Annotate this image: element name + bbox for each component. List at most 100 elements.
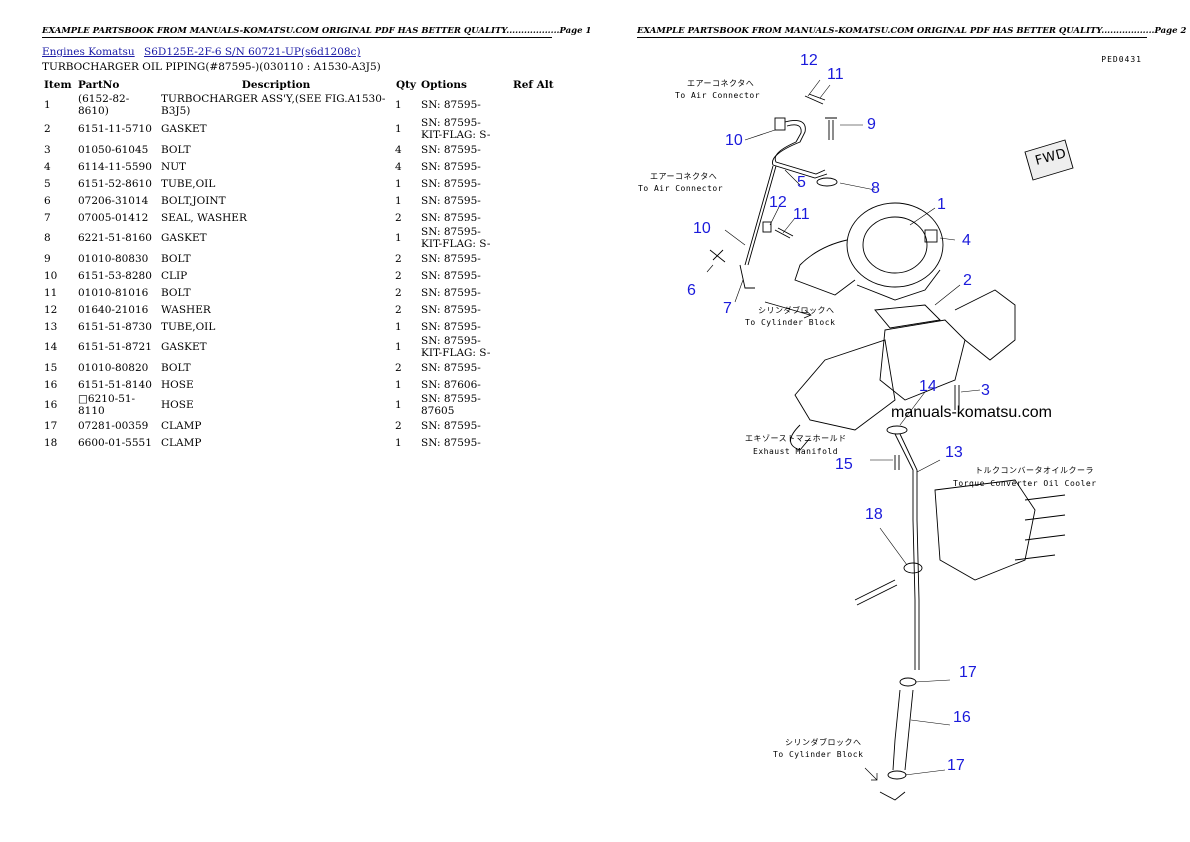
tube-joint <box>739 264 755 289</box>
bolt-11-upper <box>804 93 826 105</box>
callout-number: 3 <box>981 382 990 399</box>
column-header-options: Options <box>421 78 467 91</box>
label-cylinder-block-jp-2: シリンダブロックへ <box>785 738 862 747</box>
cell-ref-alt <box>511 318 557 335</box>
breadcrumb-link-engines[interactable]: Engines Komatsu <box>42 46 135 58</box>
label-exhaust-manifold-jp: エキゾーストマニホールド <box>745 434 847 443</box>
exploded-parts-diagram <box>706 79 1074 801</box>
breadcrumb: Engines Komatsu S6D125E-2F-6 S/N 60721-U… <box>42 46 367 58</box>
callout-number: 17 <box>959 664 977 681</box>
cell-quantity: 2 <box>395 269 402 282</box>
clamp-bolt <box>854 579 898 606</box>
cell-item-number: 10 <box>44 269 58 282</box>
callout-number: 18 <box>865 506 883 523</box>
label-air-connector-en-2: To Air Connector <box>638 184 724 193</box>
callout-number: 10 <box>725 132 743 149</box>
parts-list-page: EXAMPLE PARTSBOOK FROM MANUALS-KOMATSU.C… <box>42 26 591 451</box>
clamp-17-lower <box>887 770 907 780</box>
cell-quantity: 4 <box>395 160 402 173</box>
watermark: manuals-komatsu.com <box>891 404 1052 421</box>
bolt-9 <box>825 117 837 140</box>
cell-options: SN: 87595- <box>421 160 481 173</box>
torque-converter-cooler <box>934 479 1036 581</box>
cell-part-number: 01010-80830 <box>78 252 149 265</box>
callout-number: 16 <box>953 709 971 726</box>
bolt-11-lower <box>774 227 794 239</box>
cell-quantity: 2 <box>395 252 402 265</box>
callout-number: 9 <box>867 116 876 133</box>
cell-ref-alt <box>511 93 557 117</box>
cell-quantity: 1 <box>395 378 402 391</box>
parts-table-body: 1(6152-82-8610)TURBOCHARGER ASS'Y,(SEE F… <box>42 93 557 451</box>
cell-part-number: 01640-21016 <box>78 303 149 316</box>
cell-item-number: 7 <box>44 211 51 224</box>
cell-item-number: 13 <box>44 320 58 333</box>
cell-options: SN: 87595- <box>421 177 481 190</box>
cell-item-number: 6 <box>44 194 51 207</box>
cell-options: SN: 87595-KIT-FLAG: S- <box>421 226 491 250</box>
cell-part-number: (6152-82-8610) <box>78 93 130 117</box>
cell-options: SN: 87595- <box>421 211 481 224</box>
diagram-code: PED0431 <box>1101 55 1142 64</box>
callout-number: 13 <box>945 444 963 461</box>
callout-number: 12 <box>769 194 787 211</box>
cell-description: HOSE <box>161 378 194 391</box>
cell-description: BOLT <box>161 286 191 299</box>
cell-options: SN: 87595-KIT-FLAG: S- <box>421 117 491 141</box>
cell-options: SN: 87595-KIT-FLAG: S- <box>421 335 491 359</box>
cell-quantity: 1 <box>395 123 402 135</box>
table-row: 1(6152-82-8610)TURBOCHARGER ASS'Y,(SEE F… <box>42 93 557 117</box>
cell-ref-alt <box>511 192 557 209</box>
cell-ref-alt <box>511 376 557 393</box>
cell-description: NUT <box>161 160 187 173</box>
cell-options: SN: 87595- <box>421 194 481 207</box>
diagram-page: EXAMPLE PARTSBOOK FROM MANUALS-KOMATSU.C… <box>595 0 1190 842</box>
cell-item-number: 17 <box>44 419 58 432</box>
cell-part-number: 01050-61045 <box>78 143 149 156</box>
label-cylinder-block-en-2: To Cylinder Block <box>773 750 864 759</box>
cell-item-number: 4 <box>44 160 51 173</box>
cell-part-number: 01010-81016 <box>78 286 149 299</box>
cell-part-number: 6151-51-8730 <box>78 320 152 333</box>
cell-part-number: 07281-00359 <box>78 419 149 432</box>
cell-description: BOLT <box>161 361 191 374</box>
cell-description: TUBE,OIL <box>161 177 216 190</box>
cell-quantity: 1 <box>395 341 402 353</box>
joint-bolt-6 <box>709 249 726 263</box>
cell-quantity: 2 <box>395 361 402 374</box>
callout-number: 7 <box>723 300 732 317</box>
bolt-3 <box>954 385 960 410</box>
cell-part-number: 07005-01412 <box>78 211 149 224</box>
cell-part-number: 07206-31014 <box>78 194 149 207</box>
cell-options: SN: 87595-87605 <box>421 393 481 417</box>
cell-quantity: 1 <box>395 232 402 244</box>
cell-options: SN: 87595- <box>421 361 481 374</box>
breadcrumb-link-model[interactable]: S6D125E-2F-6 S/N 60721-UP(s6d1208c) <box>144 46 361 58</box>
cell-description: CLIP <box>161 269 188 282</box>
oil-tube-upper-inner <box>774 124 826 175</box>
callout-number: 1 <box>937 196 946 213</box>
callout-number: 10 <box>693 220 711 237</box>
cell-ref-alt <box>511 335 557 359</box>
callout-number: 14 <box>919 378 937 395</box>
page-title: TURBOCHARGER OIL PIPING(#87595-)(030110 … <box>42 61 381 73</box>
cell-description: CLAMP <box>161 419 202 432</box>
cell-options: SN: 87595- <box>421 99 481 111</box>
cell-part-number: 6151-51-8140 <box>78 378 152 391</box>
oil-tube-upper <box>772 120 828 179</box>
cell-item-number: 16 <box>44 378 58 391</box>
fwd-indicator <box>1024 139 1074 181</box>
cell-ref-alt <box>511 250 557 267</box>
cell-item-number: 16 <box>44 399 58 411</box>
cell-part-number: 6151-11-5710 <box>78 123 152 135</box>
turbocharger-housing <box>846 202 944 288</box>
parts-table: Item PartNo Description Qty Options Ref … <box>42 76 557 451</box>
cell-options: SN: 87595- <box>421 143 481 156</box>
cell-ref-alt <box>511 209 557 226</box>
page-banner: EXAMPLE PARTSBOOK FROM MANUALS-KOMATSU.C… <box>637 26 1187 38</box>
